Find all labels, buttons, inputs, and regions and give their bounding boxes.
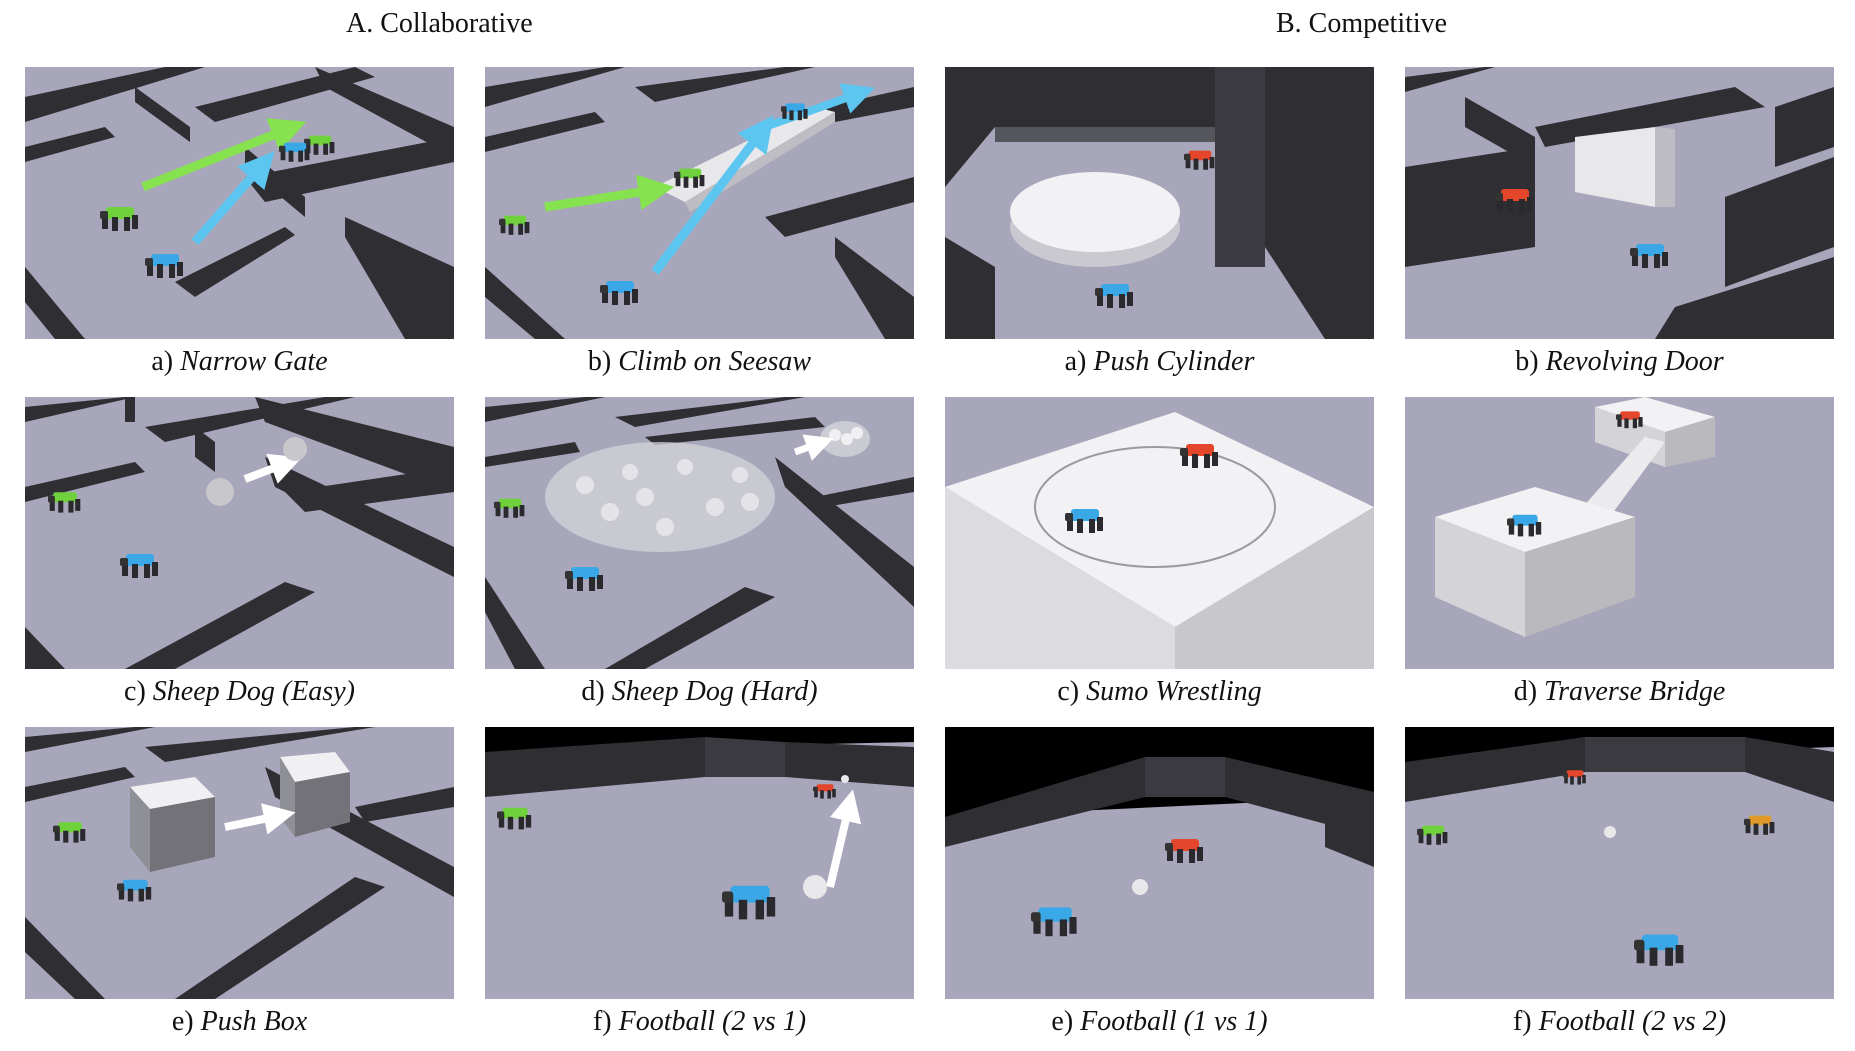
caption-football-1v1: e) Football (1 vs 1) xyxy=(1051,1006,1268,1037)
caption-push-box: e) Push Box xyxy=(171,1006,308,1037)
panel-traverse-bridge xyxy=(1405,397,1834,669)
panel-football-1v1 xyxy=(945,727,1374,999)
panel-narrow-gate xyxy=(25,67,454,339)
caption-sheep-dog-hard: d) Sheep Dog (Hard) xyxy=(581,676,818,707)
caption-climb-on-seesaw: b) Climb on Seesaw xyxy=(587,346,812,377)
panel-football-2v2 xyxy=(1405,727,1834,999)
caption-push-cylinder: a) Push Cylinder xyxy=(1064,346,1255,377)
panel-climb-on-seesaw xyxy=(485,67,914,339)
panel-revolving-door xyxy=(1405,67,1834,339)
caption-football-2v1: f) Football (2 vs 1) xyxy=(592,1006,807,1037)
caption-traverse-bridge: d) Traverse Bridge xyxy=(1513,676,1726,707)
caption-football-2v2: f) Football (2 vs 2) xyxy=(1512,1006,1727,1037)
panel-football-2v1 xyxy=(485,727,914,999)
caption-sheep-dog-easy: c) Sheep Dog (Easy) xyxy=(124,676,355,707)
caption-revolving-door: b) Revolving Door xyxy=(1515,346,1724,377)
caption-sumo-wrestling: c) Sumo Wrestling xyxy=(1057,676,1262,707)
section-title-competitive: B. Competitive xyxy=(1276,8,1448,39)
panel-sheep-dog-easy xyxy=(25,397,454,669)
panel-sumo-wrestling xyxy=(945,397,1374,669)
panel-sheep-dog-hard xyxy=(485,397,914,669)
caption-narrow-gate: a) Narrow Gate xyxy=(151,346,328,377)
panel-push-box xyxy=(25,727,454,999)
section-title-collaborative: A. Collaborative xyxy=(346,8,533,39)
panel-push-cylinder xyxy=(945,67,1374,339)
